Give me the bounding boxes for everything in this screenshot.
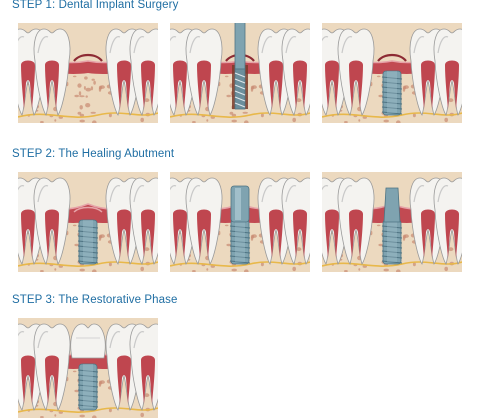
step-1-panel-extraction-site — [18, 23, 158, 123]
nerve — [18, 407, 158, 413]
right-tooth — [281, 177, 310, 265]
nerve — [18, 261, 158, 267]
nerve — [170, 261, 310, 267]
right-tooth — [129, 177, 158, 265]
nerve — [322, 112, 462, 118]
implant-screw — [77, 363, 99, 411]
left-tooth — [185, 28, 223, 116]
step-2-panel-healing-cap — [170, 172, 310, 272]
step-1-panel-drilling — [170, 23, 310, 123]
open-socket — [73, 53, 103, 62]
step-1-title: STEP 1: Dental Implant Surgery — [12, 0, 179, 11]
left-tooth — [33, 177, 71, 265]
implant-screw — [381, 70, 403, 116]
open-socket — [377, 53, 407, 62]
step-3-panel-crown — [18, 318, 158, 418]
right-tooth — [433, 28, 462, 116]
crown — [70, 323, 106, 359]
abutment-post — [383, 187, 401, 223]
implant-screw — [229, 219, 251, 265]
implant-screw — [381, 219, 403, 265]
left-tooth — [337, 28, 375, 116]
nerve — [18, 112, 158, 118]
right-tooth — [433, 177, 462, 265]
left-tooth — [185, 177, 223, 265]
step-2-panel-abutment — [322, 172, 462, 272]
step-2-panel-gum-healed — [18, 172, 158, 272]
right-tooth — [129, 323, 158, 411]
implant-screw — [77, 219, 99, 265]
nerve — [170, 112, 310, 118]
drill — [234, 23, 246, 110]
left-tooth — [33, 28, 71, 116]
right-tooth — [129, 28, 158, 116]
left-tooth — [33, 323, 71, 411]
step-1-panel-implant-placed — [322, 23, 462, 123]
step-2-title: STEP 2: The Healing Abutment — [12, 148, 175, 160]
nerve — [322, 261, 462, 267]
left-tooth — [337, 177, 375, 265]
right-tooth — [281, 28, 310, 116]
step-3-title: STEP 3: The Restorative Phase — [12, 294, 178, 306]
